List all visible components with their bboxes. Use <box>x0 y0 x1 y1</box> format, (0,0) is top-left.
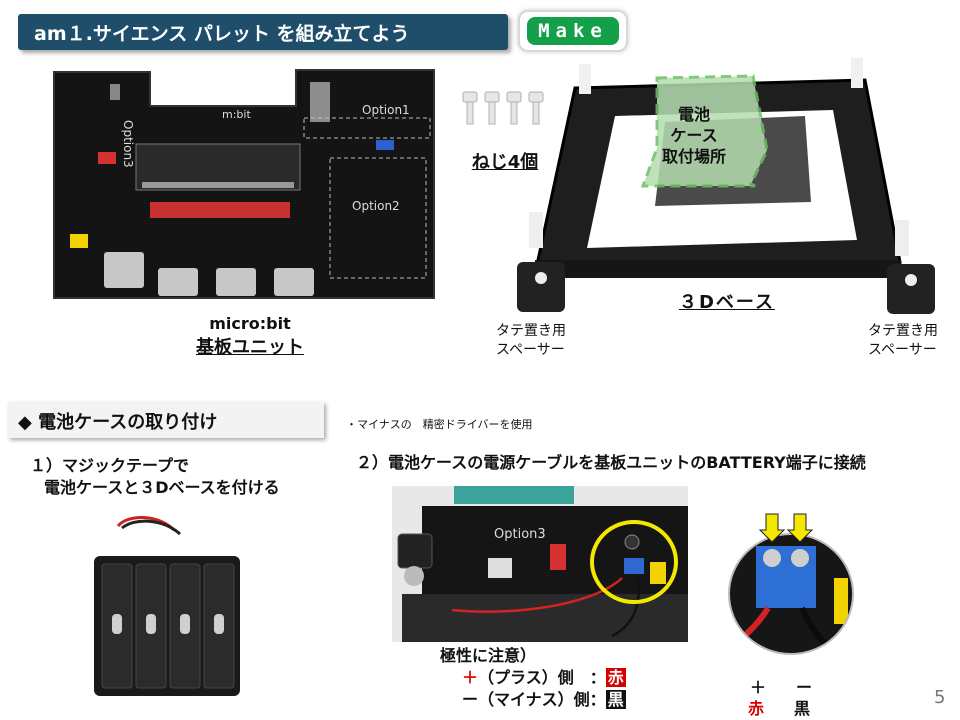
section-heading: ◆ 電池ケースの取り付け <box>8 402 324 438</box>
board-silk-option2: Option2 <box>352 199 400 213</box>
battery-area-line3: 取付場所 <box>661 147 726 166</box>
plus-sign: ＋ <box>462 668 479 687</box>
step2-text: ２）電池ケースの電源ケーブルを基板ユニットのBATTERY端子に接続 <box>356 453 866 472</box>
board-silk-option3: Option3 <box>121 120 135 168</box>
minus-text: ー（マイナス）側： <box>462 690 606 709</box>
board-photo: m:bit Option1 Option2 Option3 <box>53 69 435 299</box>
polarity-plus-row: ＋（プラス）側 ：赤 <box>462 664 626 688</box>
page-title: am１.サイエンス パレット を組み立てよう <box>34 23 410 45</box>
spacer-right-line2: スペーサー <box>868 342 937 358</box>
board-silk-mbit: m:bit <box>222 108 251 121</box>
title-bar: am１.サイエンス パレット を組み立てよう <box>18 14 508 50</box>
battery-area-line1: 電池 <box>677 105 710 124</box>
tool-note: ・マイナスの 精密ドライバーを使用 <box>346 418 533 431</box>
battery-area-line2: ケース <box>670 126 718 145</box>
make-badge: Make <box>527 17 619 45</box>
board-caption-model: micro:bit <box>209 314 291 333</box>
battery-area-label: 電池 ケース 取付場所 <box>638 104 750 167</box>
screws-caption: ねじ4個 <box>471 152 539 173</box>
battery-holder-photo <box>94 515 240 696</box>
terminal-black-label: 黒 <box>794 699 811 718</box>
minus-color-badge: 黒 <box>605 690 626 709</box>
terminal-closeup-photo <box>728 513 854 655</box>
plus-color-badge: 赤 <box>605 668 626 687</box>
connection-closeup-photo: Option3 <box>392 486 688 642</box>
terminal-plus-label: ＋ <box>750 678 767 697</box>
spacer-left-line2: スペーサー <box>496 342 565 358</box>
board-caption-name: 基板ユニット <box>196 337 304 358</box>
base-caption: ３Dベース <box>678 292 776 313</box>
spacer-right-line1: タテ置き用 <box>868 323 938 339</box>
spacer-right-label: タテ置き用 スペーサー <box>868 322 938 360</box>
step1-line1: １）マジックテープで <box>30 456 190 475</box>
page-number: 5 <box>934 687 946 708</box>
spacer-left-label: タテ置き用 スペーサー <box>496 322 566 360</box>
terminal-minus-label: ー <box>796 678 813 697</box>
plus-text: （プラス）側 ： <box>478 668 606 687</box>
board-silk-option1: Option1 <box>362 103 410 117</box>
terminal-red-label: 赤 <box>748 699 765 718</box>
step1-text: １）マジックテープで 電池ケースと３Dベースを付ける <box>30 455 280 499</box>
spacer-left-line1: タテ置き用 <box>496 323 566 339</box>
closeup-silk-option3: Option3 <box>494 527 546 542</box>
polarity-heading: 極性に注意） <box>440 646 537 665</box>
polarity-minus-row: ー（マイナス）側：黒 <box>462 686 626 710</box>
step1-line2: 電池ケースと３Dベースを付ける <box>44 478 280 497</box>
screws-photo <box>462 91 544 125</box>
make-badge-frame: Make <box>518 10 628 52</box>
base-photo <box>517 58 935 314</box>
